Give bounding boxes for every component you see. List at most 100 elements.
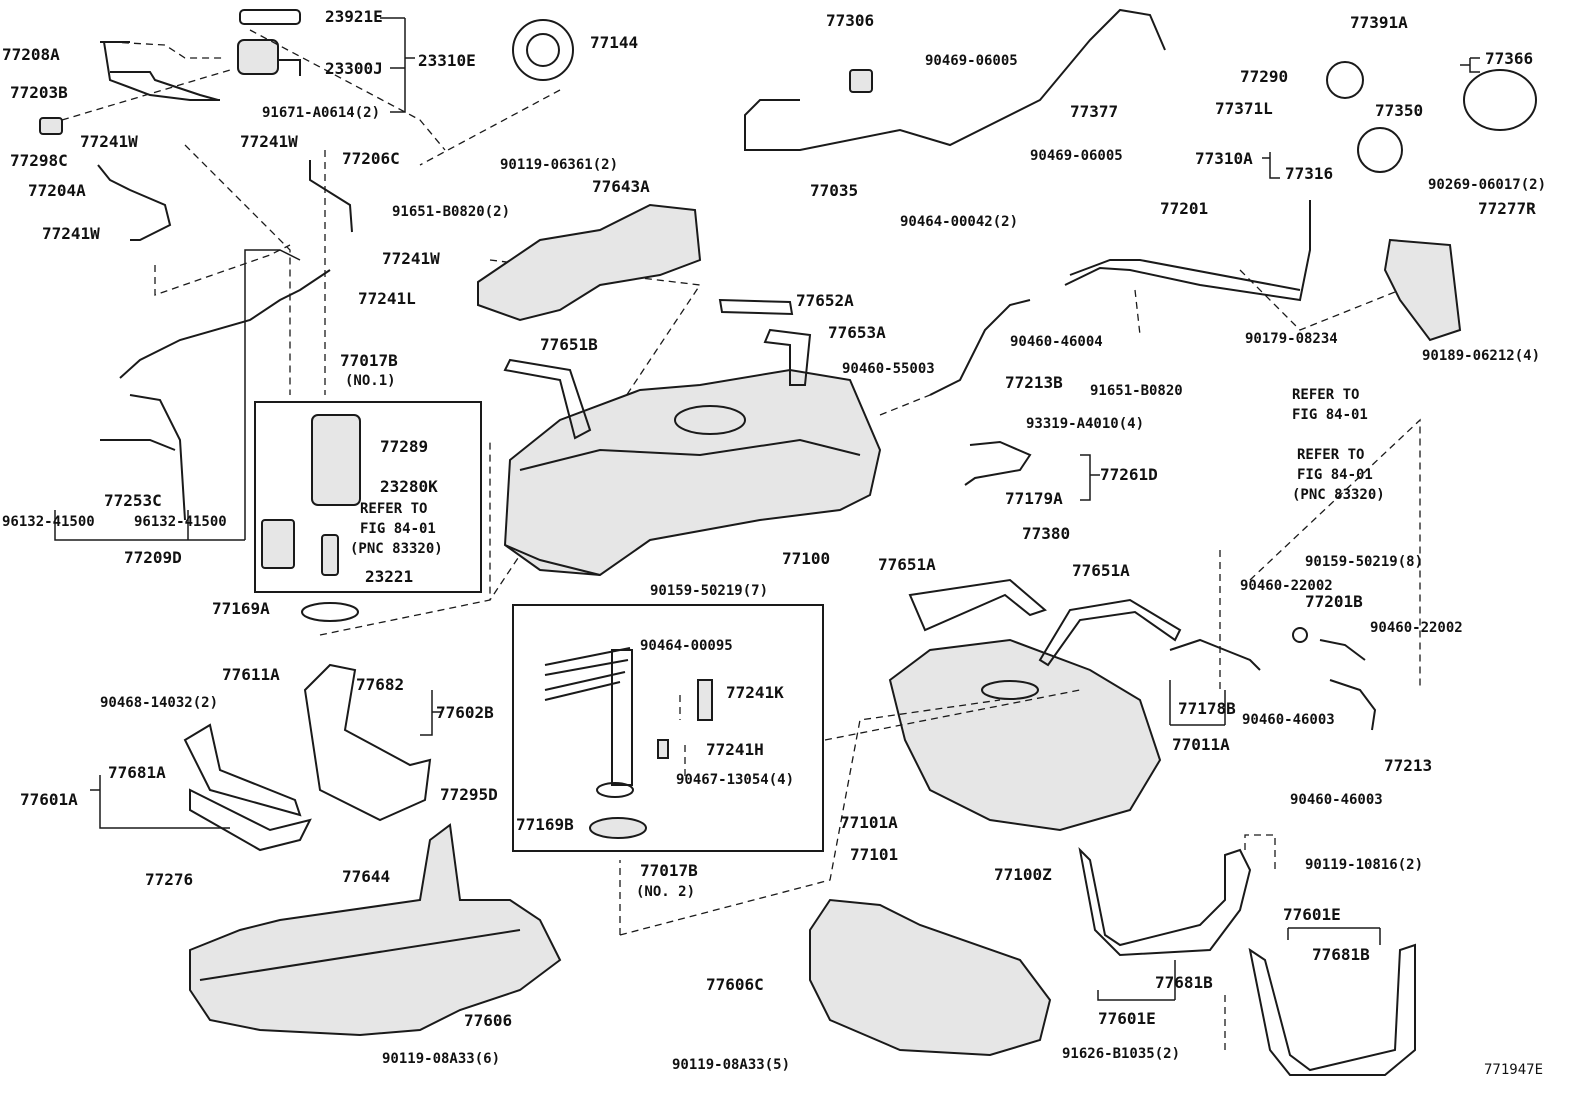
refer-note-a-line2: FIG 84-01 (360, 521, 436, 537)
part-label-77643A: 77643A (592, 177, 650, 196)
part-label-77681B-a: 77681B (1155, 973, 1213, 992)
part-label-77201B: 77201B (1305, 592, 1363, 611)
part-label-77144: 77144 (590, 33, 639, 52)
part-label-91671-A0614: 91671-A0614(2) (262, 105, 381, 121)
part-label-77017B-no1-sub: (NO.1) (345, 373, 396, 389)
part-label-90269-06017: 90269-06017(2) (1428, 177, 1547, 193)
part-label-77201: 77201 (1160, 199, 1209, 218)
part-label-77203B: 77203B (10, 83, 68, 102)
part-label-23300J: 23300J (325, 59, 383, 78)
part-label-23221: 23221 (365, 567, 414, 586)
part-label-77241W-b: 77241W (240, 132, 298, 151)
part-label-77204A: 77204A (28, 181, 86, 200)
part-label-91651-B0820: 91651-B0820 (1090, 383, 1183, 399)
part-label-91626-B1035: 91626-B1035(2) (1062, 1046, 1181, 1062)
part-label-77213: 77213 (1384, 756, 1433, 775)
part-label-90460-46004: 90460-46004 (1010, 334, 1103, 350)
part-label-77289: 77289 (380, 437, 429, 456)
part-label-77377: 77377 (1070, 102, 1119, 121)
part-label-77276: 77276 (145, 870, 194, 889)
part-label-96132-41500-b: 96132-41500 (134, 514, 227, 530)
part-label-77277R: 77277R (1478, 199, 1536, 218)
part-label-77611A: 77611A (222, 665, 280, 684)
part-label-90464-00095: 90464-00095 (640, 638, 733, 654)
part-label-77306: 77306 (826, 11, 875, 30)
part-label-77644: 77644 (342, 867, 391, 886)
fuel-tank-77100z-drawing (888, 638, 1162, 832)
part-label-77681B-b: 77681B (1312, 945, 1370, 964)
part-label-93319-A4010: 93319-A4010(4) (1026, 416, 1145, 432)
part-label-77371L: 77371L (1215, 99, 1273, 118)
part-label-77601E-a: 77601E (1098, 1009, 1156, 1028)
part-label-90468-14032: 90468-14032(2) (100, 695, 219, 711)
part-label-77241W-a: 77241W (80, 132, 138, 151)
part-label-23280K: 23280K (380, 477, 438, 496)
part-label-77653A: 77653A (828, 323, 886, 342)
part-label-77651A-a: 77651A (878, 555, 936, 574)
part-label-77017B-no1: 77017B (340, 351, 398, 370)
part-label-90469-06005-a: 90469-06005 (925, 53, 1018, 69)
part-label-77241K: 77241K (726, 683, 784, 702)
part-label-77017B-no2: 77017B (640, 861, 698, 880)
part-label-77290: 77290 (1240, 67, 1289, 86)
part-label-90119-08A33-6: 90119-08A33(6) (382, 1051, 501, 1067)
part-label-90159-50219-8: 90159-50219(8) (1305, 554, 1424, 570)
part-label-77651B: 77651B (540, 335, 598, 354)
part-label-77101A: 77101A (840, 813, 898, 832)
part-label-77350: 77350 (1375, 101, 1424, 120)
part-label-77652A: 77652A (796, 291, 854, 310)
part-label-90119-10816: 90119-10816(2) (1305, 857, 1424, 873)
part-label-77100Z: 77100Z (994, 865, 1052, 884)
part-label-90460-46003-b: 90460-46003 (1290, 792, 1383, 808)
part-label-77295D: 77295D (440, 785, 498, 804)
part-label-90469-06005-b: 90469-06005 (1030, 148, 1123, 164)
part-label-23310E: 23310E (418, 51, 476, 70)
part-label-90467-13054: 90467-13054(4) (676, 772, 795, 788)
part-label-77209D: 77209D (124, 548, 182, 567)
part-label-77101: 77101 (850, 845, 899, 864)
part-label-77310A: 77310A (1195, 149, 1253, 168)
part-label-23921E: 23921E (325, 7, 383, 26)
part-label-91651-B0820-2: 91651-B0820(2) (392, 204, 511, 220)
part-label-90119-06361: 90119-06361(2) (500, 157, 619, 173)
part-label-77241H: 77241H (706, 740, 764, 759)
part-label-77298C: 77298C (10, 151, 68, 170)
part-label-77017B-no2-sub: (NO. 2) (636, 884, 696, 900)
part-label-77606C: 77606C (706, 975, 764, 994)
part-label-90460-55003: 90460-55003 (842, 361, 935, 377)
part-label-77206C: 77206C (342, 149, 400, 168)
part-label-96132-41500-a: 96132-41500 (2, 514, 95, 530)
part-label-90460-22002-b: 90460-22002 (1370, 620, 1463, 636)
part-label-77011A: 77011A (1172, 735, 1230, 754)
part-label-77213B: 77213B (1005, 373, 1063, 392)
part-label-77366: 77366 (1485, 49, 1534, 68)
part-label-77601E-b: 77601E (1283, 905, 1341, 924)
part-label-77169A: 77169A (212, 599, 270, 618)
part-label-90460-46003-a: 90460-46003 (1242, 712, 1335, 728)
part-label-77241L: 77241L (358, 289, 416, 308)
fuel-filter-assembly-drawing (39, 9, 574, 521)
refer-note-c-line1: REFER TO (1297, 447, 1365, 463)
part-label-77602B: 77602B (436, 703, 494, 722)
part-label-77241W-c: 77241W (42, 224, 100, 243)
part-label-77100: 77100 (782, 549, 831, 568)
part-label-77391A: 77391A (1350, 13, 1408, 32)
part-label-77601A: 77601A (20, 790, 78, 809)
part-label-77035: 77035 (810, 181, 859, 200)
part-label-77606: 77606 (464, 1011, 513, 1030)
part-label-90119-08A33-5: 90119-08A33(5) (672, 1057, 791, 1073)
part-label-90460-22002-a: 90460-22002 (1240, 578, 1333, 594)
part-label-90464-00042: 90464-00042(2) (900, 214, 1019, 230)
part-label-77682: 77682 (356, 675, 405, 694)
refer-note-a-line1: REFER TO (360, 501, 428, 517)
part-label-77208A: 77208A (2, 45, 60, 64)
fuel-tank-77100-drawing (503, 368, 882, 577)
part-label-77380: 77380 (1022, 524, 1071, 543)
part-label-77178B: 77178B (1178, 699, 1236, 718)
refer-note-b-line2: FIG 84-01 (1292, 407, 1368, 423)
part-label-77651A-b: 77651A (1072, 561, 1130, 580)
refer-note-b-line1: REFER TO (1292, 387, 1360, 403)
part-label-77241W-d: 77241W (382, 249, 440, 268)
part-label-90159-50219-7: 90159-50219(7) (650, 583, 769, 599)
